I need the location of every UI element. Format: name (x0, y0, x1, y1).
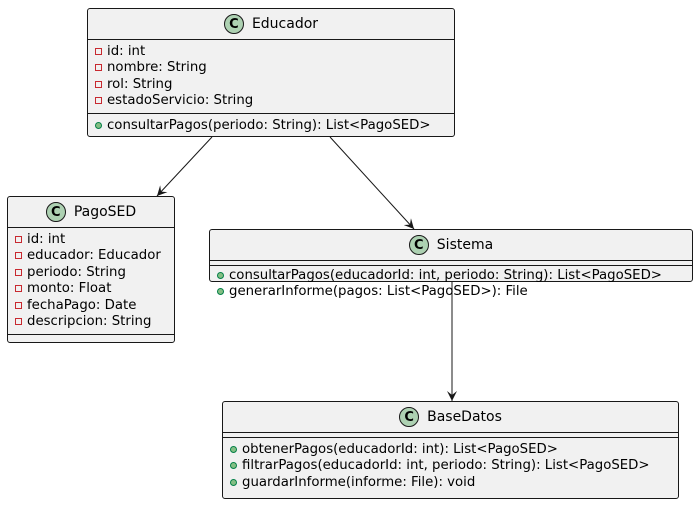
private-visibility-icon (15, 235, 22, 243)
methods-section: obtenerPagos(educadorId: int): List<Pago… (223, 437, 678, 495)
attribute-row: estadoServicio: String (88, 93, 454, 110)
private-visibility-icon (95, 47, 102, 55)
public-visibility-icon (230, 462, 237, 470)
class-name: Educador (251, 16, 319, 32)
methods-section: consultarPagos(educadorId: int, periodo:… (210, 265, 692, 304)
attribute-row: monto: Float (8, 281, 174, 298)
attribute-row: id: int (8, 231, 174, 248)
methods-section (8, 334, 174, 339)
private-visibility-icon (95, 64, 102, 72)
class-name: BaseDatos (427, 409, 502, 425)
attribute-row: educador: Educador (8, 248, 174, 265)
private-visibility-icon (15, 301, 22, 309)
class-stereotype-icon: C (223, 14, 244, 34)
attribute-row: id: int (88, 43, 454, 60)
class-stereotype-icon: C (399, 407, 420, 427)
public-visibility-icon (217, 288, 224, 296)
class-header: C Sistema (210, 230, 692, 260)
private-visibility-icon (95, 80, 102, 88)
private-visibility-icon (95, 97, 102, 105)
method-row: filtrarPagos(educadorId: int, periodo: S… (223, 458, 678, 475)
class-name: Sistema (436, 237, 494, 253)
class-stereotype-icon: C (408, 235, 429, 255)
attribute-row: rol: String (88, 76, 454, 93)
attribute-row: periodo: String (8, 264, 174, 281)
class-header: C BaseDatos (223, 402, 678, 432)
class-name: PagoSED (73, 204, 137, 220)
class-educador[interactable]: C Educador id: int nombre: String rol: S… (87, 8, 455, 137)
private-visibility-icon (15, 268, 22, 276)
class-pagosed[interactable]: C PagoSED id: int educador: Educador per… (7, 196, 175, 343)
attribute-row: descripcion: String (8, 314, 174, 331)
attributes-section: id: int nombre: String rol: String estad… (88, 39, 454, 113)
attributes-section: id: int educador: Educador periodo: Stri… (8, 227, 174, 334)
private-visibility-icon (15, 318, 22, 326)
method-row: obtenerPagos(educadorId: int): List<Pago… (223, 441, 678, 458)
class-basedatos[interactable]: C BaseDatos obtenerPagos(educadorId: int… (222, 401, 679, 499)
method-row: generarInforme(pagos: List<PagoSED>): Fi… (210, 284, 692, 301)
attribute-row: fechaPago: Date (8, 297, 174, 314)
method-row: consultarPagos(educadorId: int, periodo:… (210, 267, 692, 284)
attribute-row: nombre: String (88, 60, 454, 77)
public-visibility-icon (230, 445, 237, 453)
public-visibility-icon (217, 271, 224, 279)
arrow-educador-sistema (329, 136, 415, 230)
class-sistema[interactable]: C Sistema consultarPagos(educadorId: int… (209, 229, 693, 299)
private-visibility-icon (15, 252, 22, 260)
class-header: C Educador (88, 9, 454, 39)
class-stereotype-icon: C (45, 202, 66, 222)
methods-section: consultarPagos(periodo: String): List<Pa… (88, 113, 454, 138)
attributes-section (210, 260, 692, 265)
method-row: guardarInforme(informe: File): void (223, 474, 678, 491)
public-visibility-icon (230, 478, 237, 486)
private-visibility-icon (15, 285, 22, 293)
class-header: C PagoSED (8, 197, 174, 227)
public-visibility-icon (95, 121, 102, 129)
attributes-section (223, 432, 678, 437)
method-row: consultarPagos(periodo: String): List<Pa… (88, 117, 454, 134)
arrow-educador-pagosed (156, 136, 213, 197)
